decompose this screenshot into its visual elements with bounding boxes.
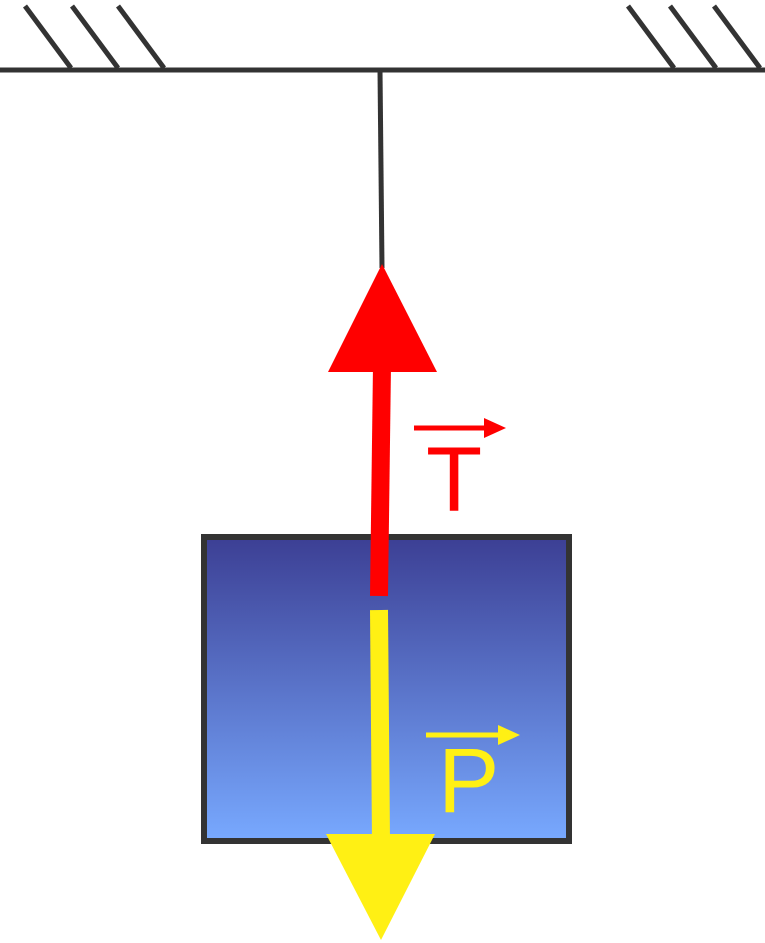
weight-arrowhead	[326, 834, 435, 940]
weight-arrow-shaft	[370, 609, 390, 843]
tension-vector	[328, 264, 437, 597]
weight-label: P	[426, 725, 520, 832]
string	[377, 69, 385, 269]
tension-arrow-shaft	[370, 364, 391, 597]
hatch-mark	[69, 4, 121, 70]
vector-arrow-icon	[414, 418, 506, 438]
weight-symbol: P	[438, 730, 499, 832]
ceiling-hatch-right	[625, 4, 763, 70]
ceiling	[0, 4, 765, 73]
weight-vector	[326, 609, 435, 940]
hatch-mark	[667, 4, 719, 70]
ceiling-hatch-left	[22, 4, 167, 70]
hatch-mark	[711, 4, 763, 70]
tension-arrowhead	[328, 264, 437, 372]
hatch-mark	[22, 4, 74, 70]
hatch-mark	[115, 4, 167, 70]
tension-symbol: T	[426, 429, 482, 531]
tension-label: T	[414, 418, 506, 531]
vector-arrow-icon	[426, 725, 520, 745]
hatch-mark	[625, 4, 677, 70]
